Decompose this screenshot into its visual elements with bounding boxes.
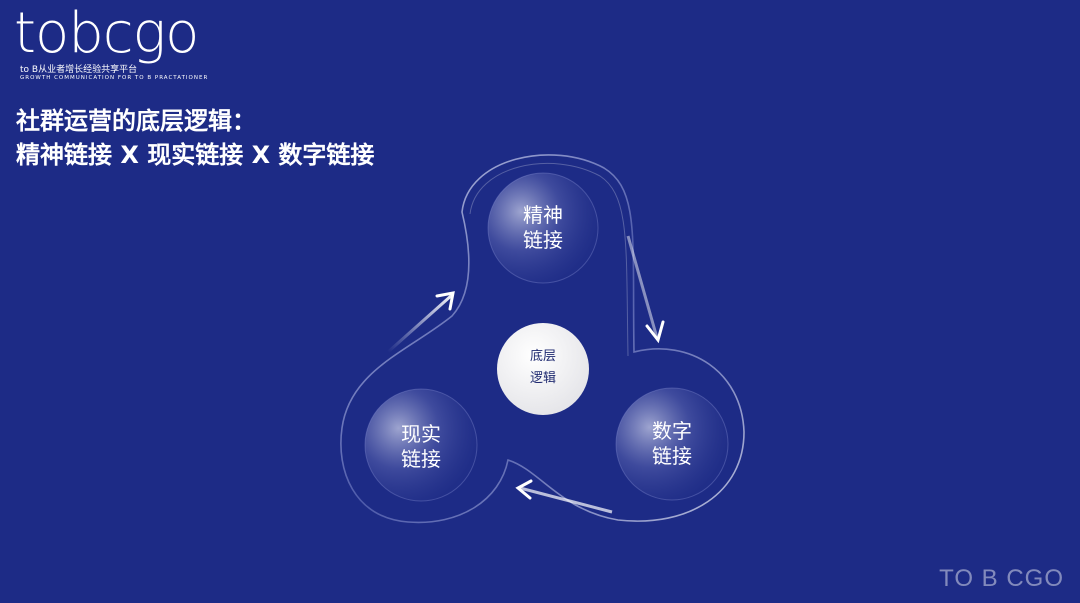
node-top-line-2: 链接: [523, 228, 563, 252]
node-top-line-1: 精神: [523, 203, 563, 227]
page-title: 社群运营的底层逻辑： 精神链接 X 现实链接 X 数字链接: [16, 104, 374, 172]
outer-outline: [340, 154, 745, 524]
node-real-connection: 现实 链接: [381, 422, 461, 472]
center-line-2: 逻辑: [529, 371, 556, 386]
logo: tobcgo to B从业者增长经验共享平台 GROWTH COMMUNICAT…: [14, 1, 207, 82]
center-line-1: 底层: [529, 349, 556, 364]
node-left-circle: [364, 388, 478, 502]
node-digital-connection: 数字 链接: [632, 419, 712, 469]
logo-wordmark: tobcgo: [14, 1, 199, 66]
arrow-left-to-top: [387, 291, 455, 354]
arrow-right-to-left: [515, 479, 613, 514]
logo-tagline: to B从业者增长经验共享平台: [20, 65, 138, 75]
center-underlying-logic: 底层 逻辑: [513, 346, 573, 390]
node-left-line-2: 链接: [401, 447, 441, 471]
node-left-line-1: 现实: [401, 422, 441, 446]
node-spiritual-connection: 精神 链接: [503, 203, 583, 253]
arrow-top-to-right: [626, 235, 665, 344]
title-line-2: 精神链接 X 现实链接 X 数字链接: [16, 141, 375, 169]
node-right-line-2: 链接: [652, 444, 692, 468]
node-right-circle: [615, 387, 729, 501]
outer-outline-inner: [469, 163, 629, 357]
center-circle: [497, 323, 589, 415]
title-line-1: 社群运营的底层逻辑：: [16, 107, 256, 135]
node-top-circle: [487, 172, 599, 284]
logo-subtagline: GROWTH COMMUNICATION FOR TO B PRACTATION…: [20, 75, 209, 81]
watermark: TO B CGO: [939, 565, 1064, 592]
node-right-line-1: 数字: [652, 419, 692, 443]
